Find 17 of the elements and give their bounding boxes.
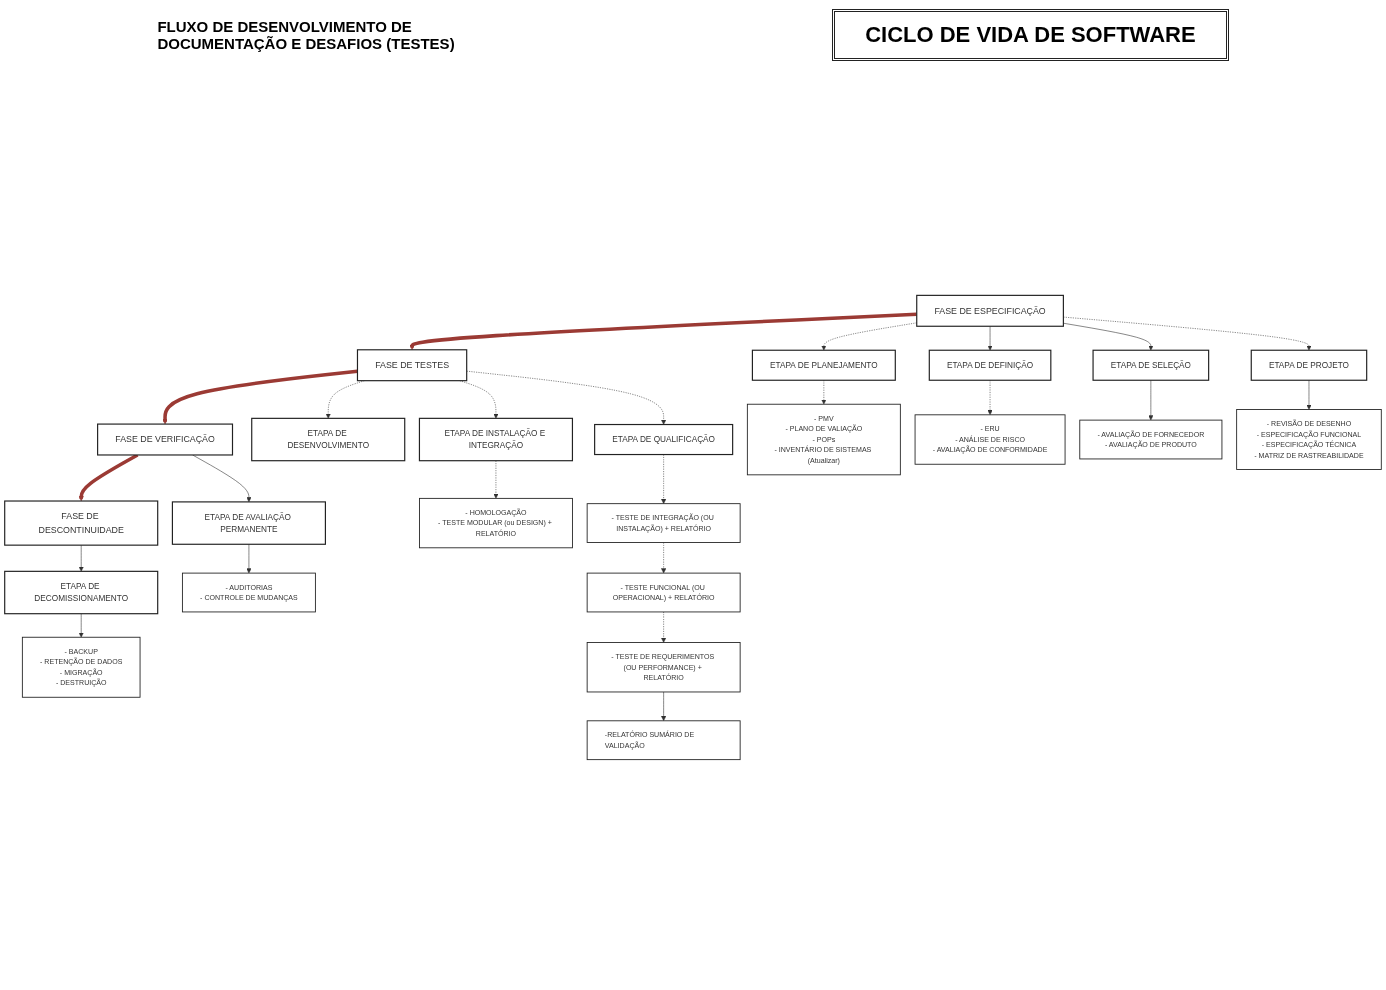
node-box: FASE DE VERIFICAÇÃO xyxy=(97,423,234,456)
node-box: ETAPA DE AVALIAÇÃO PERMANENTE xyxy=(171,501,326,545)
node-box: ETAPA DE DEFINIÇÃO xyxy=(928,349,1052,381)
note-text: FLUXO DE DESENVOLVIMENTO DE DOCUMENTAÇÃO E DESAFIOS (TESTES) xyxy=(157,18,456,52)
node-box: ETAPA DE PROJETO xyxy=(1250,349,1368,381)
node-box: ETAPA DE DECOMISSIONAMENTO xyxy=(4,570,159,615)
node-box: FASE DE TESTES xyxy=(356,349,468,382)
node-box: ETAPA DE DESENVOLVIMENTO xyxy=(251,417,406,462)
title-box: CICLO DE VIDA DE SOFTWARE xyxy=(832,9,1229,61)
arrow xyxy=(162,369,358,425)
node-box: ETAPA DE SELEÇÃO xyxy=(1092,349,1210,381)
node-box: FASE DE DESCONTINUIDADE xyxy=(4,500,159,546)
node-box: ETAPA DE INSTALAÇÃO E INTEGRAÇÃO xyxy=(418,417,573,462)
arrow xyxy=(78,453,139,502)
node-box: ETAPA DE PLANEJAMENTO xyxy=(751,349,896,381)
node-box: FASE DE ESPECIFICAÇÃO xyxy=(916,294,1064,327)
node-box: ETAPA DE QUALIFICAÇÃO xyxy=(594,423,734,456)
